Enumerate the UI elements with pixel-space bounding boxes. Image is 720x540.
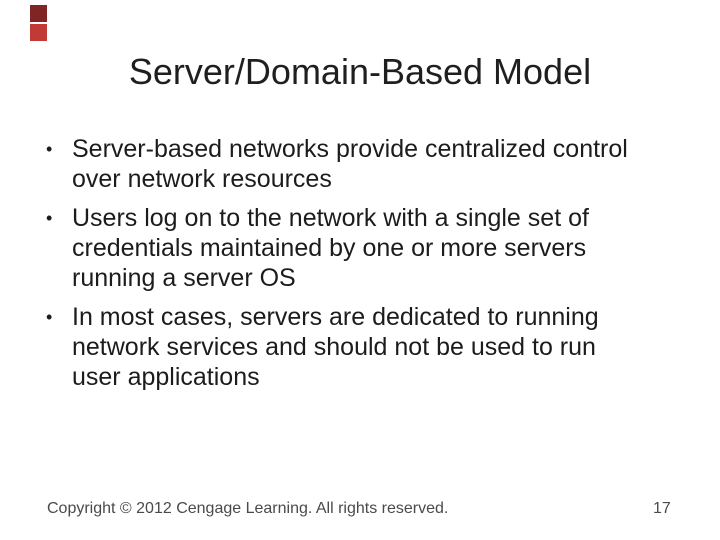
footer-copyright: Copyright © 2012 Cengage Learning. All r… xyxy=(47,500,449,517)
bullet-icon: • xyxy=(46,208,53,228)
bullet-icon: • xyxy=(46,307,53,327)
decor-square-bottom xyxy=(30,24,47,41)
bullet-line: Server-based networks provide centralize… xyxy=(72,135,628,163)
bullet-line: credentials maintained by one or more se… xyxy=(72,234,587,262)
list-item: • Server-based networks provide centrali… xyxy=(46,134,684,194)
bullet-icon: • xyxy=(46,139,53,159)
decor-square-top xyxy=(30,5,47,22)
bullet-text: In most cases, servers are dedicated to … xyxy=(72,302,684,392)
page-number: 17 xyxy=(653,500,671,517)
bullet-line: Users log on to the network with a singl… xyxy=(72,204,589,232)
bullet-line: network services and should not be used … xyxy=(72,333,596,361)
bullet-line: running a server OS xyxy=(72,264,296,292)
bullet-text: Users log on to the network with a singl… xyxy=(72,203,684,293)
bullet-line: over network resources xyxy=(72,165,332,193)
bullet-text: Server-based networks provide centralize… xyxy=(72,134,684,194)
bullet-line: In most cases, servers are dedicated to … xyxy=(72,303,599,331)
page-title: Server/Domain-Based Model xyxy=(128,51,592,92)
bullet-list: • Server-based networks provide centrali… xyxy=(46,134,684,401)
list-item: • In most cases, servers are dedicated t… xyxy=(46,302,684,392)
list-item: • Users log on to the network with a sin… xyxy=(46,203,684,293)
bullet-line: user applications xyxy=(72,363,260,391)
